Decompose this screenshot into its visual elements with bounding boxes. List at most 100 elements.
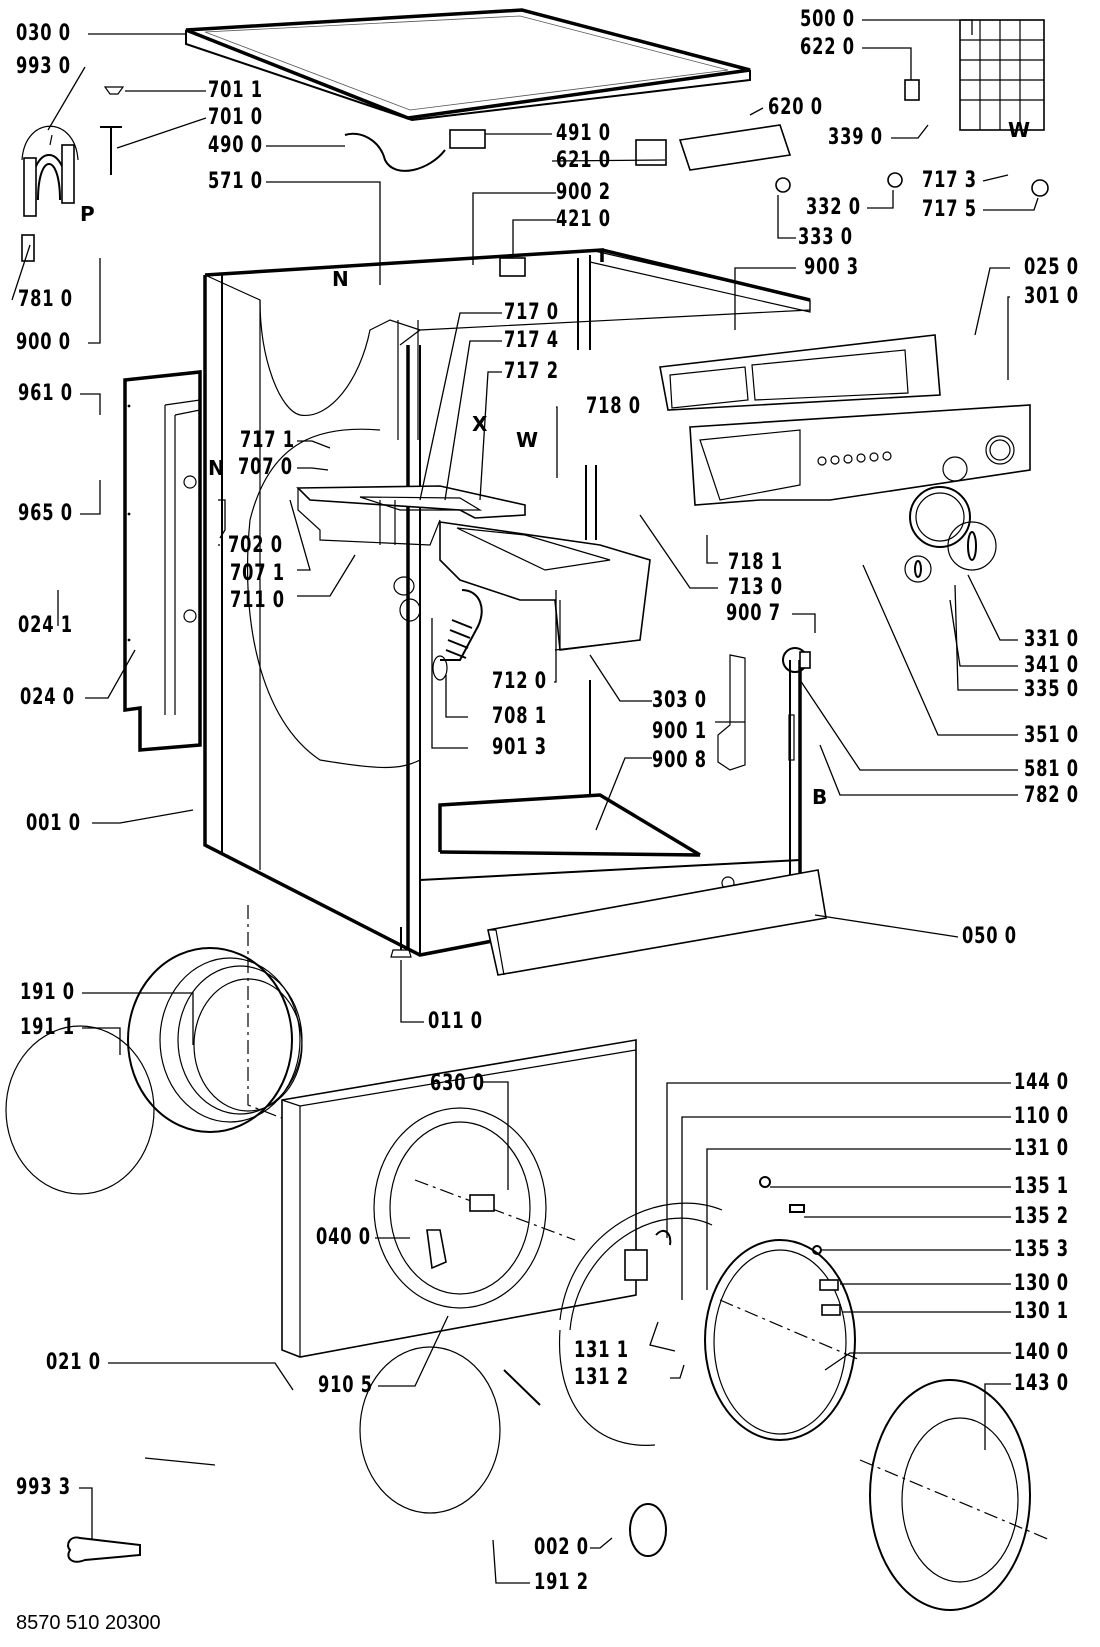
callout-191-2: 191 2 (534, 1570, 589, 1595)
callout-191-0: 191 0 (20, 980, 75, 1005)
letter-w-dispenser: W (516, 428, 539, 452)
tub-bellows (5, 905, 303, 1195)
control-module (959, 19, 1045, 131)
callout-131-2: 131 2 (574, 1365, 629, 1390)
leader-lines (11, 19, 1039, 1584)
knob-332 (887, 172, 903, 188)
switch-bank-620 (678, 124, 792, 171)
callout-701-0: 701 0 (208, 105, 263, 130)
callout-131-0: 131 0 (1014, 1136, 1069, 1161)
callout-900-7: 900 7 (726, 601, 781, 626)
callout-782-0: 782 0 (1024, 783, 1079, 808)
callout-718-1: 718 1 (728, 550, 783, 575)
callout-900-3: 900 3 (804, 255, 859, 280)
washer (812, 1245, 822, 1255)
callout-011-0: 011 0 (428, 1009, 483, 1034)
callout-707-1: 707 1 (230, 561, 285, 586)
callout-333-0: 333 0 (798, 225, 853, 250)
callout-130-0: 130 0 (1014, 1271, 1069, 1296)
door-inner (704, 1239, 861, 1441)
callout-135-1: 135 1 (1014, 1174, 1069, 1199)
wrench (67, 1536, 141, 1563)
inlet-hose (21, 125, 79, 262)
callout-712-0: 712 0 (492, 669, 547, 694)
letter-n-top: N (332, 267, 349, 291)
hook-plate (819, 1279, 839, 1291)
grommet-717-5 (1031, 179, 1049, 197)
callout-331-0: 331 0 (1024, 627, 1079, 652)
callout-620-0: 620 0 (768, 95, 823, 120)
callout-900-8: 900 8 (652, 748, 707, 773)
callout-718-0: 718 0 (586, 394, 641, 419)
screw (759, 1176, 771, 1188)
document-number: 8570 510 20300 (16, 1612, 161, 1634)
callout-130-1: 130 1 (1014, 1299, 1069, 1324)
switch-621 (635, 139, 667, 166)
callout-711-0: 711 0 (230, 588, 285, 613)
callout-332-0: 332 0 (806, 195, 861, 220)
door-outer (859, 1379, 1051, 1611)
callout-717-0: 717 0 (504, 300, 559, 325)
letter-p: P (80, 202, 95, 226)
lamp-622 (904, 79, 920, 101)
door-glass-seal (359, 1346, 501, 1514)
callout-621-0: 621 0 (556, 148, 611, 173)
callout-965-0: 965 0 (18, 501, 73, 526)
callout-491-0: 491 0 (556, 121, 611, 146)
callout-301-0: 301 0 (1024, 284, 1079, 309)
bracket (717, 654, 746, 771)
front-panel (281, 1039, 637, 1358)
letter-n-left: N (208, 456, 225, 480)
callout-001-0: 001 0 (26, 811, 81, 836)
callout-131-1: 131 1 (574, 1338, 629, 1363)
callout-144-0: 144 0 (1014, 1070, 1069, 1095)
callout-717-3: 717 3 (922, 168, 977, 193)
top-lid (185, 8, 751, 122)
hook-plate-2 (821, 1304, 841, 1316)
letter-x: X (472, 412, 488, 436)
callout-135-3: 135 3 (1014, 1237, 1069, 1262)
callout-191-1: 191 1 (20, 1015, 75, 1040)
tap-701 (100, 126, 122, 175)
plinth (487, 869, 827, 976)
callout-701-1: 701 1 (208, 78, 263, 103)
callout-717-2: 717 2 (504, 359, 559, 384)
callout-717-5: 717 5 (922, 197, 977, 222)
callout-040-0: 040 0 (316, 1225, 371, 1250)
knobs (904, 486, 997, 583)
callout-910-5: 910 5 (318, 1373, 373, 1398)
callout-050-0: 050 0 (962, 924, 1017, 949)
side-panel (123, 370, 202, 752)
control-panel (659, 334, 1031, 506)
callout-707-0: 707 0 (238, 455, 293, 480)
callout-581-0: 581 0 (1024, 757, 1079, 782)
callout-993-3: 993 3 (16, 1475, 71, 1500)
seal-spring (503, 1369, 541, 1406)
pressure-switch (782, 647, 811, 761)
callout-341-0: 341 0 (1024, 653, 1079, 678)
callout-135-2: 135 2 (1014, 1204, 1069, 1229)
knob-701 (103, 86, 125, 95)
callout-002-0: 002 0 (534, 1535, 589, 1560)
callout-490-0: 490 0 (208, 133, 263, 158)
callout-708-1: 708 1 (492, 704, 547, 729)
callout-303-0: 303 0 (652, 688, 707, 713)
foot (390, 927, 412, 958)
callout-900-2: 900 2 (556, 180, 611, 205)
callout-717-1: 717 1 (240, 428, 295, 453)
callout-110-0: 110 0 (1014, 1104, 1069, 1129)
letter-b: B (812, 785, 828, 809)
callout-630-0: 630 0 (430, 1071, 485, 1096)
callout-025-0: 025 0 (1024, 255, 1079, 280)
cabinet (203, 248, 811, 957)
dispenser (296, 485, 651, 681)
callout-500-0: 500 0 (800, 7, 855, 32)
power-cord (344, 132, 446, 172)
callout-351-0: 351 0 (1024, 723, 1079, 748)
spring (789, 1204, 805, 1213)
callout-717-4: 717 4 (504, 328, 559, 353)
callout-993-0: 993 0 (16, 54, 71, 79)
callout-024-1: 024 1 (18, 613, 73, 638)
